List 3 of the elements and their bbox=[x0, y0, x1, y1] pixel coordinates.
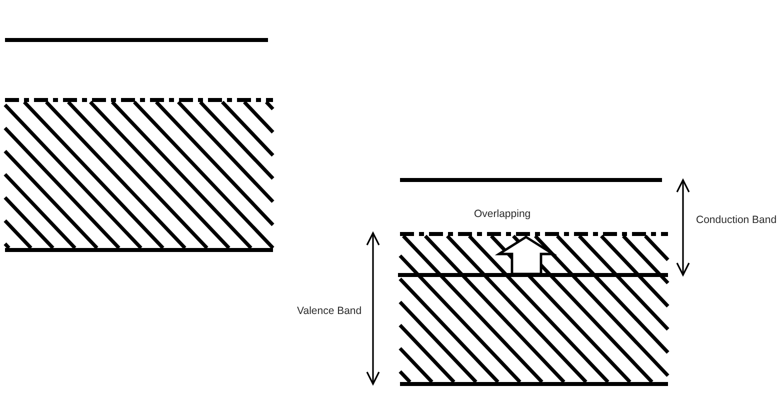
band-label: Valence Band bbox=[297, 305, 362, 318]
overlap-label: Overlapping bbox=[474, 208, 531, 221]
band-label: Conduction Band bbox=[696, 214, 777, 227]
